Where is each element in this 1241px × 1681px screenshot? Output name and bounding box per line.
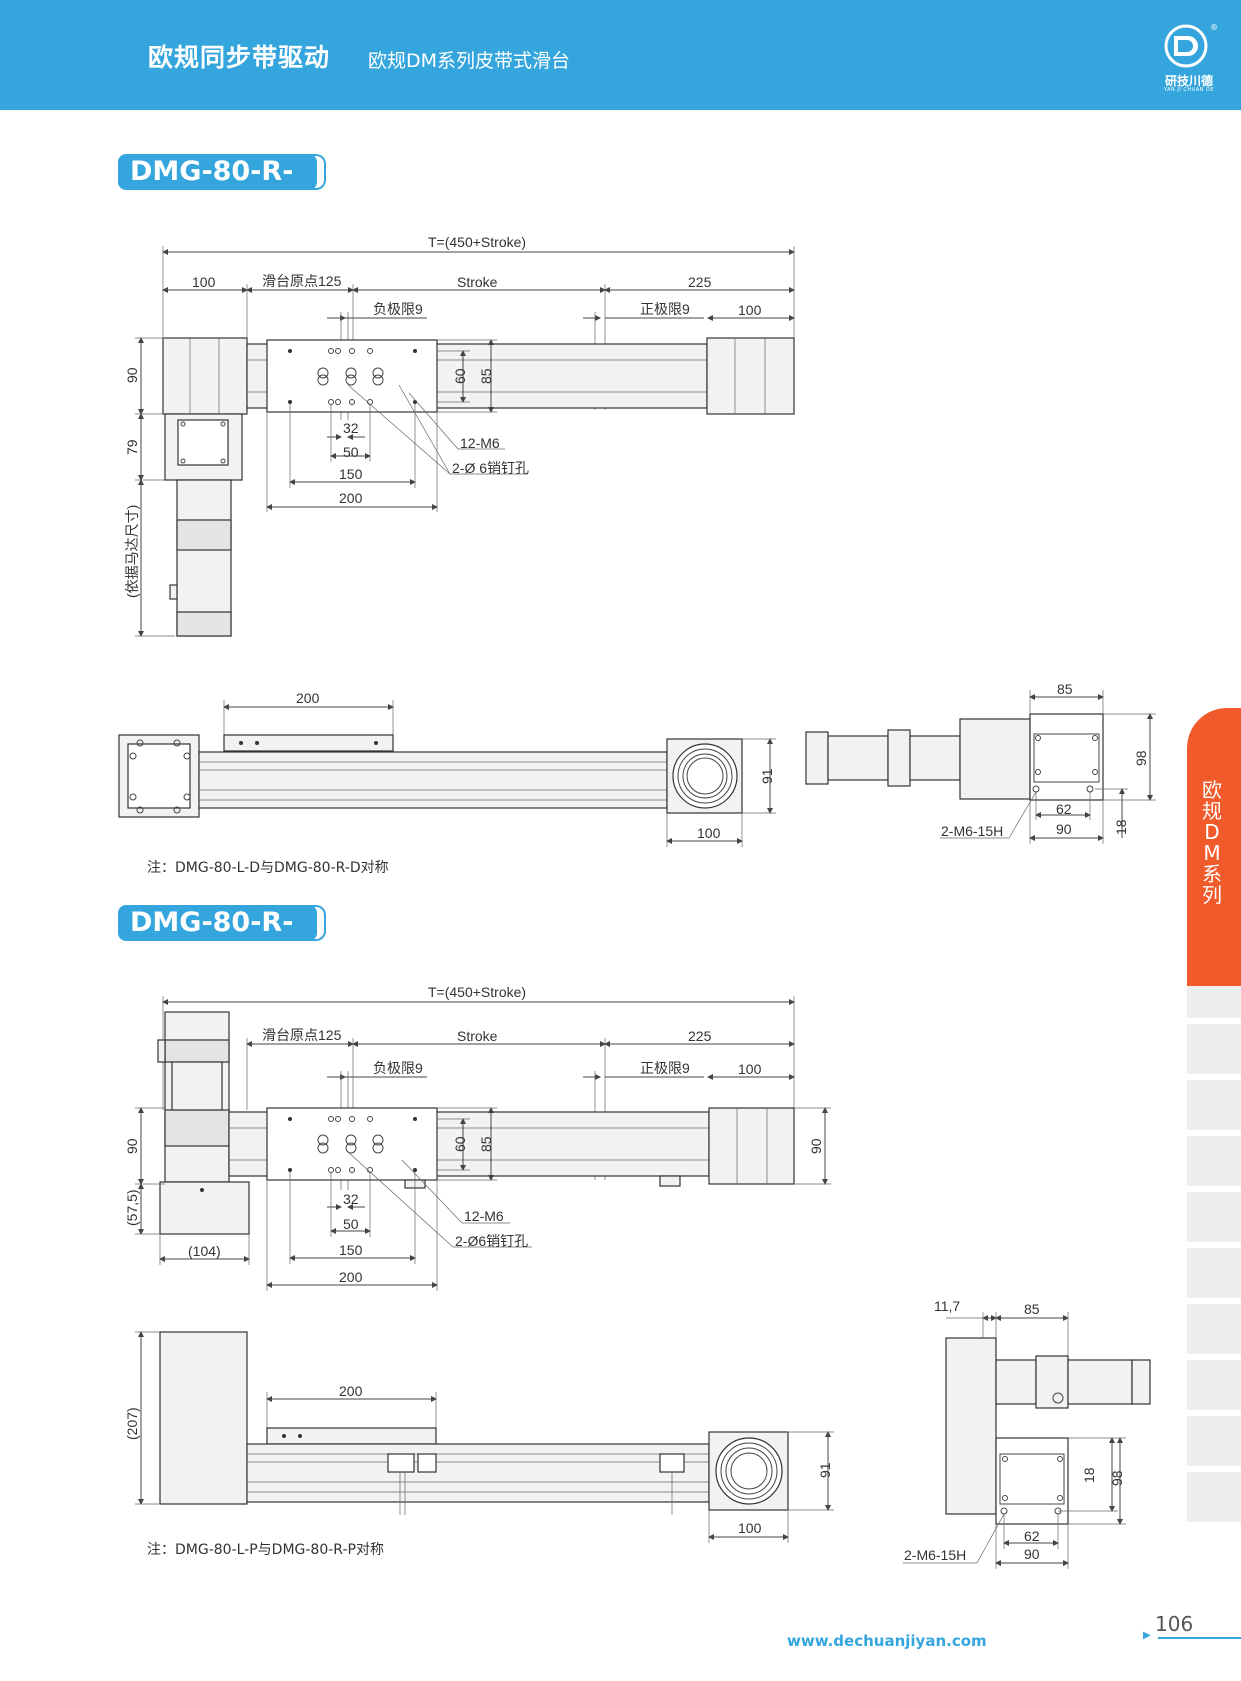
s1-dim-neg: 负极限9 bbox=[373, 301, 423, 317]
s1-dim-200: 200 bbox=[339, 490, 363, 506]
side-tab-grey[interactable] bbox=[1187, 1024, 1241, 1074]
s2-dim-50: 50 bbox=[343, 1216, 359, 1232]
s1-dim-stroke: Stroke bbox=[457, 274, 498, 290]
page-number: 106 bbox=[1155, 1612, 1194, 1636]
s1-end-18: 18 bbox=[1113, 819, 1129, 835]
svg-text:®: ® bbox=[1210, 23, 1218, 32]
logo-text: 研技川德 bbox=[1164, 74, 1213, 88]
s2-dim-90: 90 bbox=[124, 1138, 140, 1154]
s2-dim-200: 200 bbox=[339, 1269, 363, 1285]
footer-website[interactable]: www.dechuanjiyan.com bbox=[787, 1632, 987, 1650]
model-tag-dmg-80-r-p: DMG-80-R-P bbox=[118, 905, 317, 974]
brand-logo-icon: ® bbox=[1164, 23, 1218, 68]
s1-dim-pos: 正极限9 bbox=[640, 301, 690, 317]
s1-side-100: 100 bbox=[697, 825, 721, 841]
s1-dim-32: 32 bbox=[343, 420, 359, 436]
model-tag-bracket bbox=[308, 154, 326, 190]
side-tab-label: 欧 规 D M 系 列 bbox=[1202, 778, 1222, 907]
s2-end-view: 11,7 85 18 98 62 90 2-M6-15H bbox=[903, 1298, 1151, 1569]
s1-end-90: 90 bbox=[1056, 821, 1072, 837]
s1-end-view: 85 98 18 62 90 2-M6-15H bbox=[805, 681, 1156, 844]
s2-dim-pos: 正极限9 bbox=[640, 1060, 690, 1076]
side-tab-grey[interactable] bbox=[1187, 1472, 1241, 1522]
s2-top-view: T=(450+Stroke) 滑台原点125 Stroke 225 负极限9 正… bbox=[124, 984, 831, 1291]
s1-side-91: 91 bbox=[759, 768, 775, 784]
header-title: 欧规同步带驱动 bbox=[148, 43, 331, 72]
s1-dim-79: 79 bbox=[124, 439, 140, 455]
s1-dim-60: 60 bbox=[452, 368, 468, 384]
side-tab-grey[interactable] bbox=[1187, 1080, 1241, 1130]
section2-note: 注：DMG-80-L-P与DMG-80-R-P对称 bbox=[147, 1542, 384, 1558]
s2-label-m6: 12-M6 bbox=[464, 1208, 504, 1224]
s2-side-91: 91 bbox=[817, 1462, 833, 1478]
s2-dim-32: 32 bbox=[343, 1191, 359, 1207]
s1-dim-100b: 100 bbox=[738, 302, 762, 318]
model-tag-bracket bbox=[308, 905, 326, 941]
s2-side-view: (207) 200 91 100 bbox=[124, 1331, 834, 1543]
s1-dim-total: T=(450+Stroke) bbox=[428, 234, 526, 250]
s1-side-view: 200 91 100 bbox=[118, 690, 776, 847]
s2-end-98: 98 bbox=[1109, 1470, 1125, 1486]
side-tab-grey[interactable] bbox=[1187, 1416, 1241, 1466]
s2-end-m6: 2-M6-15H bbox=[904, 1547, 966, 1563]
s1-end-62: 62 bbox=[1056, 801, 1072, 817]
s2-dim-575: (57,5) bbox=[124, 1189, 140, 1226]
page-arrow-icon: ▶ bbox=[1143, 1630, 1151, 1641]
s1-side-200: 200 bbox=[296, 690, 320, 706]
s2-dim-150: 150 bbox=[339, 1242, 363, 1258]
s2-dim-origin: 滑台原点125 bbox=[262, 1027, 342, 1043]
page-number-underline bbox=[1158, 1637, 1241, 1639]
s2-dim-neg: 负极限9 bbox=[373, 1060, 423, 1076]
logo-subtext: YAN JI CHUAN DE bbox=[1163, 87, 1215, 93]
s1-label-pin: 2-Ø 6销钉孔 bbox=[452, 460, 529, 476]
section1-note: 注：DMG-80-L-D与DMG-80-R-D对称 bbox=[147, 860, 389, 876]
s2-end-90: 90 bbox=[1024, 1546, 1040, 1562]
side-tab-grey[interactable] bbox=[1187, 1248, 1241, 1298]
s2-dim-stroke: Stroke bbox=[457, 1028, 498, 1044]
s1-dim-origin: 滑台原点125 bbox=[262, 273, 342, 289]
model-tag-dmg-80-r-d: DMG-80-R-D bbox=[118, 154, 317, 223]
s2-end-85: 85 bbox=[1024, 1301, 1040, 1317]
side-tab-grey[interactable] bbox=[1187, 986, 1241, 1018]
s2-side-100: 100 bbox=[738, 1520, 762, 1536]
s2-dim-225: 225 bbox=[688, 1028, 712, 1044]
s2-dim-60: 60 bbox=[452, 1136, 468, 1152]
s2-end-117: 11,7 bbox=[934, 1298, 960, 1314]
s1-dim-85: 85 bbox=[478, 368, 494, 384]
s2-dim-104: (104) bbox=[188, 1243, 221, 1259]
side-tab-active[interactable] bbox=[1187, 708, 1241, 986]
s2-end-18: 18 bbox=[1081, 1467, 1097, 1483]
side-tab-grey[interactable] bbox=[1187, 1192, 1241, 1242]
s2-dim-total: T=(450+Stroke) bbox=[428, 984, 526, 1000]
s2-side-207: (207) bbox=[124, 1407, 140, 1440]
s1-dim-225: 225 bbox=[688, 274, 712, 290]
s2-dim-90r: 90 bbox=[808, 1138, 824, 1154]
s1-dim-150: 150 bbox=[339, 466, 363, 482]
s1-dim-motor: (依据马达尺寸) bbox=[124, 505, 140, 598]
s1-end-m6: 2-M6-15H bbox=[941, 823, 1003, 839]
s1-end-98: 98 bbox=[1133, 750, 1149, 766]
s2-side-200: 200 bbox=[339, 1383, 363, 1399]
s2-end-62: 62 bbox=[1024, 1528, 1040, 1544]
page-header: 欧规同步带驱动 欧规DM系列皮带式滑台 ® 研技川德 YAN JI CHUAN … bbox=[0, 0, 1241, 110]
s1-dim-90: 90 bbox=[124, 367, 140, 383]
s1-top-view: T=(450+Stroke) 100 滑台原点125 Stroke 225 负极… bbox=[124, 234, 795, 637]
s1-end-85: 85 bbox=[1057, 681, 1073, 697]
header-subtitle: 欧规DM系列皮带式滑台 bbox=[368, 50, 571, 72]
side-tab-grey[interactable] bbox=[1187, 1304, 1241, 1354]
s1-dim-100a: 100 bbox=[192, 274, 216, 290]
s1-dim-50: 50 bbox=[343, 444, 359, 460]
s2-dim-100b: 100 bbox=[738, 1061, 762, 1077]
s2-dim-85: 85 bbox=[478, 1136, 494, 1152]
side-tab-grey[interactable] bbox=[1187, 1136, 1241, 1186]
side-tab-grey[interactable] bbox=[1187, 1360, 1241, 1410]
s1-label-m6: 12-M6 bbox=[460, 435, 500, 451]
s2-label-pin: 2-Ø6销钉孔 bbox=[455, 1233, 528, 1249]
